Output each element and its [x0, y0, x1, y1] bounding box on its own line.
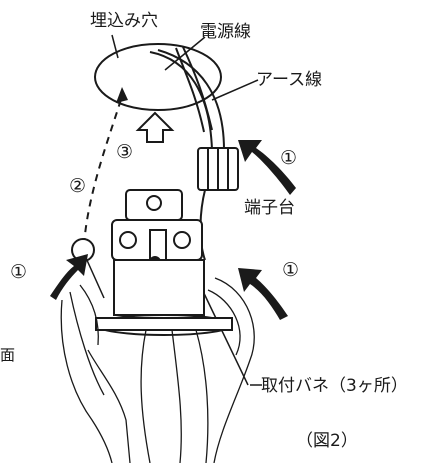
label-power-wire: 電源線: [200, 22, 251, 42]
leader-lines: [111, 34, 262, 386]
label-hole: 埋込み穴: [90, 11, 158, 31]
step1-marker-right-top: ①: [280, 147, 298, 169]
step2-arrowhead: [116, 87, 128, 103]
step3-marker: ③: [116, 141, 134, 163]
label-ceiling-surface: 面: [0, 346, 16, 364]
label-spring: 取付バネ（3ヶ所）: [261, 376, 408, 396]
terminal-block: [197, 147, 239, 261]
downlight-fixture: [95, 189, 233, 336]
power-wire: [149, 49, 225, 151]
label-terminal-block: 端子台: [244, 198, 295, 218]
step2-path: [83, 95, 123, 246]
label-earth-wire: アース線: [256, 70, 323, 90]
step1-marker-left: ①: [10, 261, 28, 283]
earth-wire: [175, 46, 213, 133]
push-up-arrow-icon: [135, 111, 175, 143]
step2-marker: ②: [69, 175, 87, 197]
step1-arrows: [50, 140, 296, 320]
hands: [60, 277, 255, 463]
step1-marker-right-bottom: ①: [282, 259, 300, 281]
figure-caption: （図2）: [296, 431, 358, 451]
